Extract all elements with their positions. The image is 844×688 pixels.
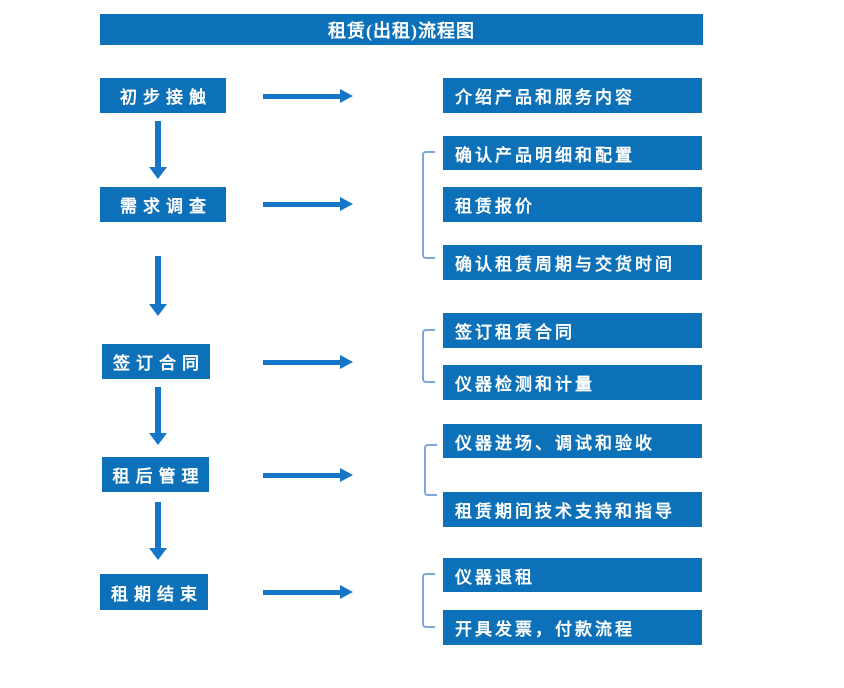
- detail-box-instrument-return: 仪器退租: [443, 558, 702, 592]
- arrow-shaft: [155, 256, 161, 304]
- detail-box-invoice-payment: 开具发票，付款流程: [443, 610, 702, 645]
- step-box-initial-contact: 初步接触: [100, 78, 226, 113]
- arrow-right-icon: [263, 89, 353, 103]
- step-box-demand-survey: 需求调查: [100, 187, 226, 222]
- arrow-head: [340, 197, 353, 211]
- arrow-shaft: [263, 201, 340, 207]
- arrow-down-icon: [149, 502, 167, 560]
- arrow-head: [149, 167, 167, 179]
- arrow-right-icon: [263, 197, 353, 211]
- step-box-rental-end: 租期结束: [100, 574, 208, 610]
- arrow-shaft: [155, 502, 161, 548]
- arrow-shaft: [155, 387, 161, 433]
- arrow-head: [149, 548, 167, 560]
- arrow-shaft: [155, 121, 161, 167]
- arrow-down-icon: [149, 121, 167, 179]
- arrow-right-icon: [263, 468, 353, 482]
- detail-box-technical-support: 租赁期间技术支持和指导: [443, 492, 702, 527]
- arrow-head: [340, 468, 353, 482]
- arrow-head: [340, 355, 353, 369]
- detail-box-sign-rental-contract: 签订租赁合同: [443, 313, 702, 348]
- detail-box-confirm-period-delivery: 确认租赁周期与交货时间: [443, 245, 702, 280]
- group-bracket: [422, 151, 435, 259]
- detail-box-instrument-setup-acceptance: 仪器进场、调试和验收: [443, 424, 702, 458]
- detail-box-confirm-product-config: 确认产品明细和配置: [443, 136, 702, 170]
- detail-box-rental-quote: 租赁报价: [443, 187, 702, 222]
- group-bracket: [424, 444, 437, 496]
- flowchart-title: 租赁(出租)流程图: [100, 14, 703, 45]
- arrow-head: [340, 585, 353, 599]
- detail-box-instrument-testing: 仪器检测和计量: [443, 365, 702, 400]
- group-bracket: [422, 573, 435, 628]
- arrow-down-icon: [149, 256, 167, 316]
- arrow-right-icon: [263, 585, 353, 599]
- arrow-shaft: [263, 589, 340, 595]
- arrow-right-icon: [263, 355, 353, 369]
- arrow-shaft: [263, 93, 340, 99]
- detail-box-introduce-products: 介绍产品和服务内容: [443, 78, 702, 113]
- arrow-head: [149, 304, 167, 316]
- step-box-post-rental-management: 租后管理: [102, 457, 209, 492]
- arrow-head: [149, 433, 167, 445]
- arrow-head: [340, 89, 353, 103]
- arrow-shaft: [263, 359, 340, 365]
- group-bracket: [422, 329, 435, 383]
- step-box-sign-contract: 签订合同: [102, 344, 210, 379]
- arrow-down-icon: [149, 387, 167, 445]
- arrow-shaft: [263, 472, 340, 478]
